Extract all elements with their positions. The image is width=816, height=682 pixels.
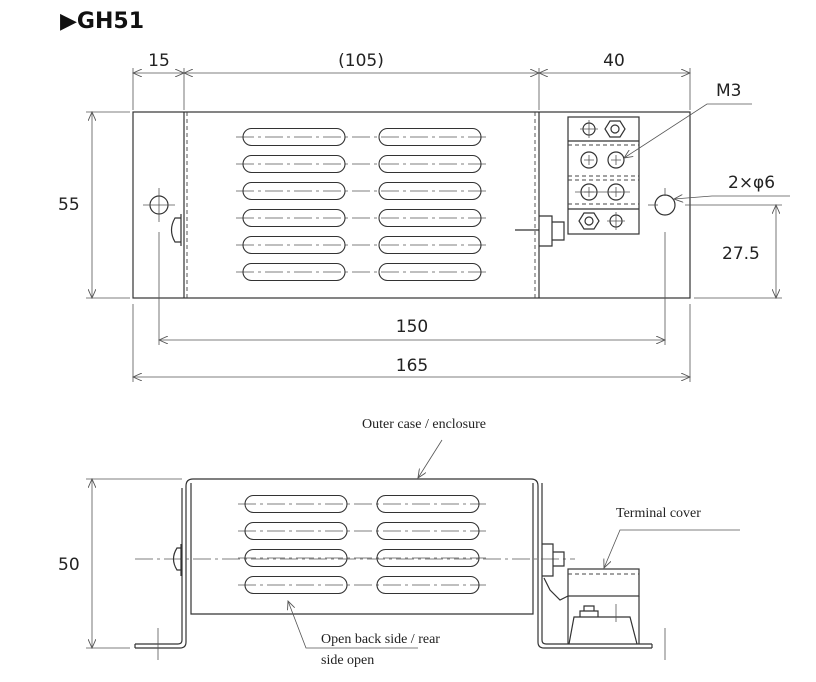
vent-slot <box>376 575 480 595</box>
dim-label-165: 165 <box>396 356 428 376</box>
vent-slot <box>242 235 346 255</box>
top-view: 15 (105) 40 <box>58 51 790 382</box>
leader-open-back <box>288 601 418 649</box>
vent-slot <box>376 521 480 541</box>
case-outline-outer <box>135 478 652 649</box>
callout-open-back-line2: side open <box>321 653 374 668</box>
vent-slot <box>242 154 346 174</box>
hex-nut-icon <box>604 120 626 138</box>
vent-slot <box>242 181 346 201</box>
leader-outer-case <box>418 439 443 478</box>
dim-label-15: 15 <box>148 51 170 71</box>
vent-slot <box>378 154 482 174</box>
terminal-block-outline <box>567 116 640 235</box>
screw-terminal-icon <box>607 151 625 169</box>
vent-slot <box>244 575 348 595</box>
terminal-stud-nut <box>539 215 565 247</box>
lead-wire <box>543 577 569 601</box>
terminal-cover-top <box>567 568 640 597</box>
vent-slot <box>242 208 346 228</box>
callout-terminal-cover: Terminal cover <box>616 506 701 521</box>
nut-bore <box>584 216 594 226</box>
screw-terminal-icon <box>580 151 598 169</box>
leader-terminal-cover <box>604 529 740 568</box>
callout-m3: M3 <box>716 81 741 101</box>
vent-slot <box>378 208 482 228</box>
leader-m3 <box>624 103 752 158</box>
vent-slots <box>236 127 488 282</box>
terminal-block <box>567 116 640 235</box>
model-title: ▶GH51 <box>60 9 144 34</box>
terminal-cover <box>567 568 640 645</box>
terminal-screw-icon <box>579 605 599 617</box>
vent-slot <box>376 494 480 514</box>
vent-slot <box>378 235 482 255</box>
vent-slot <box>378 181 482 201</box>
callout-open-back-line1: Open back side / rear <box>321 632 440 647</box>
bolt-head-left <box>172 544 182 576</box>
terminal-base <box>568 616 638 645</box>
vent-slot <box>376 548 480 568</box>
dim-label-50: 50 <box>58 555 80 575</box>
dim-label-27-5: 27.5 <box>722 244 760 264</box>
dim-label-105: (105) <box>338 51 384 71</box>
nut-bore <box>610 124 620 134</box>
vent-slot <box>244 494 348 514</box>
callout-holes: 2×φ6 <box>728 173 775 193</box>
vent-slot <box>244 548 348 568</box>
vent-slot <box>242 127 346 147</box>
terminal-nut <box>542 543 565 577</box>
hex-nut-icon <box>578 212 600 230</box>
leader-holes <box>674 196 790 199</box>
vent-slot <box>244 521 348 541</box>
side-view: 50 Outer case / enclosure Terminal cover… <box>58 417 740 668</box>
dim-label-55: 55 <box>58 195 80 215</box>
vent-slots <box>238 494 486 595</box>
vent-slot <box>242 262 346 282</box>
callout-outer-case: Outer case / enclosure <box>362 417 486 432</box>
dim-label-150: 150 <box>396 317 428 337</box>
vent-slot <box>378 127 482 147</box>
case-outline-inner <box>135 483 652 645</box>
vent-slot <box>378 262 482 282</box>
dim-label-40: 40 <box>603 51 625 71</box>
bolt-head-left <box>170 214 182 246</box>
